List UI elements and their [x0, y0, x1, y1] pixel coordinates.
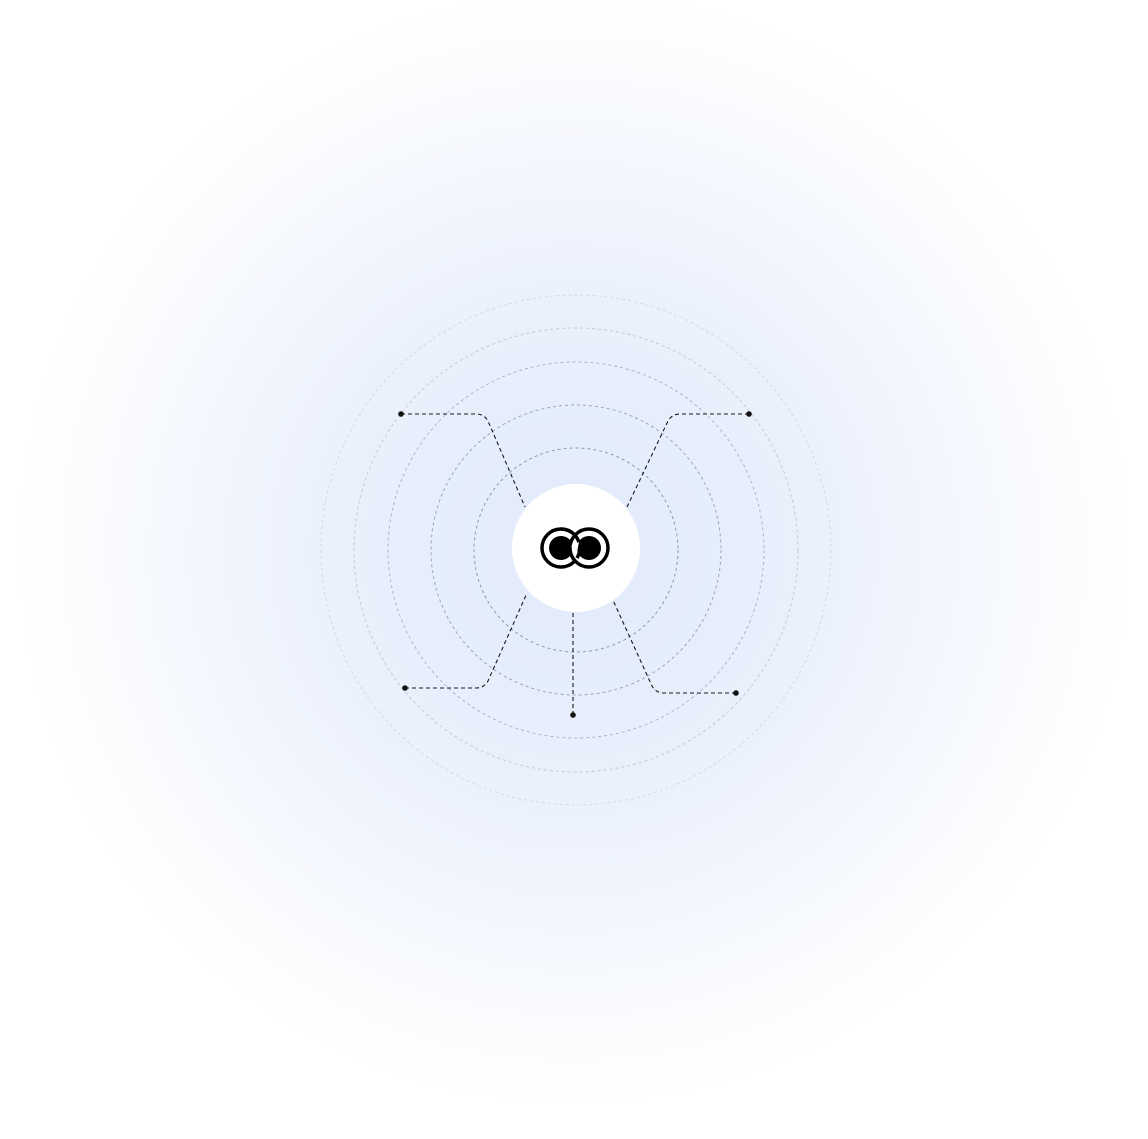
ring-4	[353, 327, 799, 773]
endpoint-top-left	[398, 411, 404, 417]
endpoint-bottom-right	[733, 690, 739, 696]
ring-5	[320, 294, 832, 806]
connector-top-left	[401, 413, 526, 508]
connector-bottom-right	[611, 597, 736, 694]
connectors	[401, 413, 749, 715]
endpoint-bottom-left	[402, 685, 408, 691]
hub	[512, 484, 640, 612]
endpoint-bottom	[570, 712, 576, 718]
endpoints	[398, 411, 752, 718]
ring-1	[473, 447, 679, 653]
linked-rings-logo-icon	[540, 527, 610, 569]
connector-top-right	[626, 413, 749, 508]
ring-2	[430, 404, 722, 696]
concentric-rings	[320, 294, 832, 806]
endpoint-top-right	[746, 411, 752, 417]
ring-3	[387, 361, 765, 739]
connector-bottom-left	[405, 592, 528, 689]
